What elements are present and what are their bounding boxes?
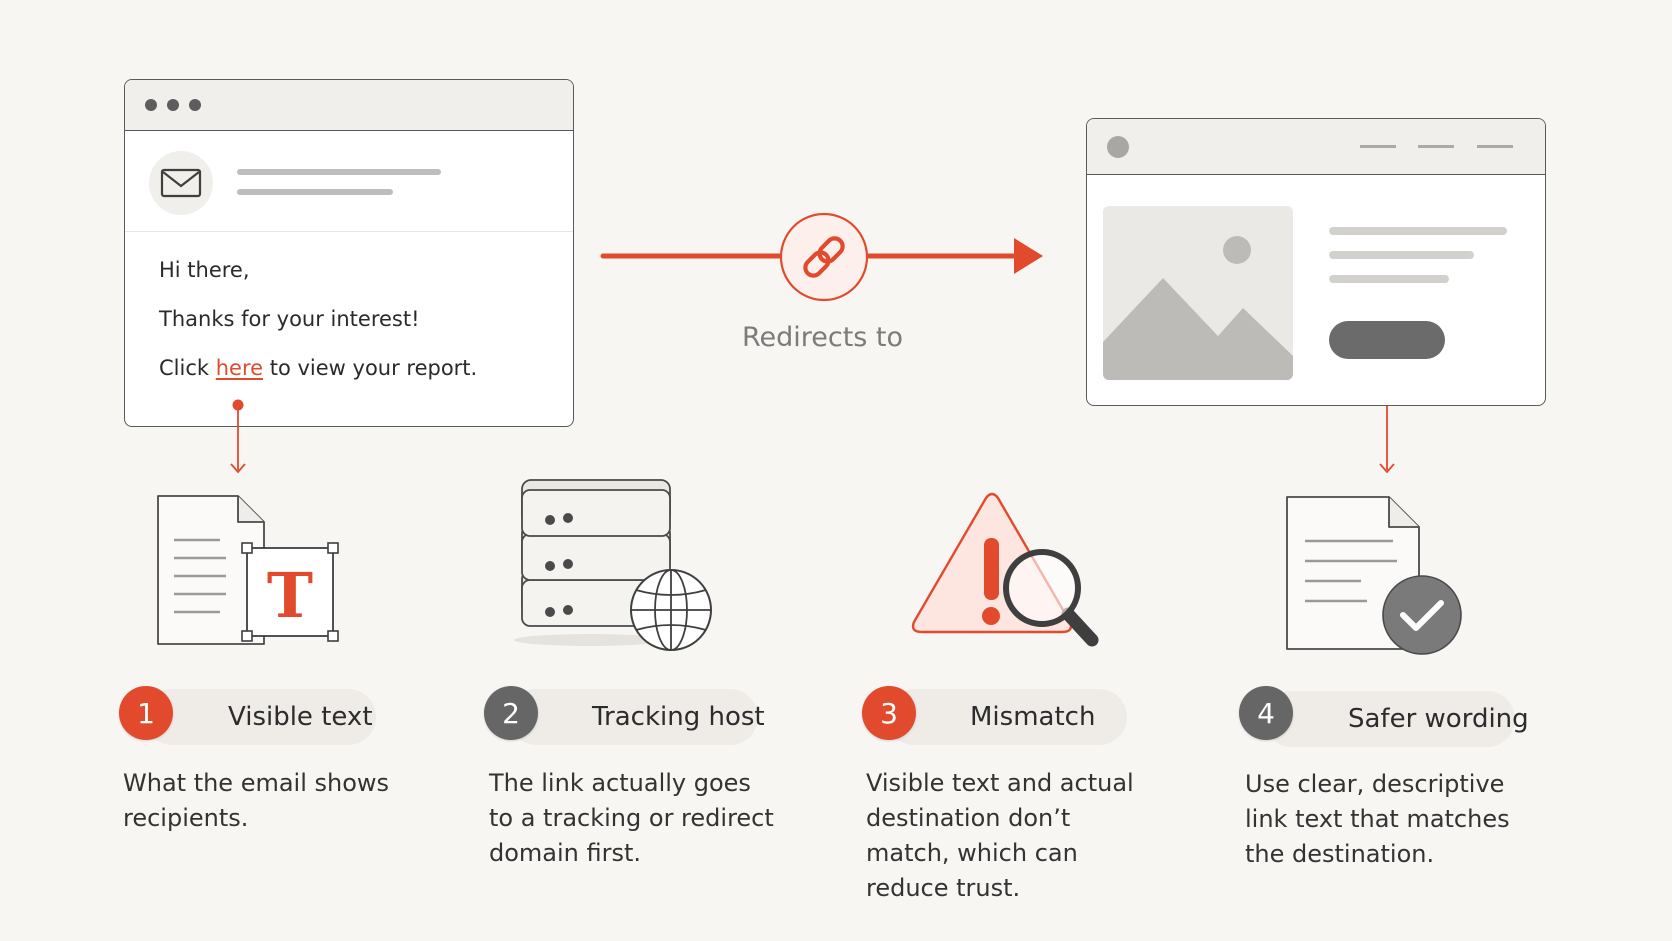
email-thanks-line: Thanks for your interest!: [159, 307, 420, 331]
step-1-badge: 1: [119, 686, 173, 740]
step-3-pill: Mismatch: [886, 689, 1127, 745]
step-1-description: What the email shows recipients.: [123, 769, 390, 832]
redirect-arrow-head: [1014, 238, 1043, 274]
menu-dash-icon: [1360, 145, 1396, 148]
subject-placeholder-line: [237, 169, 441, 175]
step-3-label: Mismatch: [970, 702, 1096, 732]
server-globe-icon: [508, 479, 718, 655]
content-placeholder-line: [1329, 227, 1507, 235]
step-2-badge: 2: [484, 686, 538, 740]
email-window: Hi there, Thanks for your interest! Clic…: [124, 79, 574, 427]
email-greeting: Hi there,: [159, 258, 250, 282]
step-3-description: Visible text and actual destination don’…: [866, 769, 1134, 902]
warning-magnifier-icon: [902, 490, 1102, 660]
email-titlebar: [125, 80, 573, 131]
window-dot-icon: [189, 99, 201, 111]
sender-placeholder-line: [237, 189, 393, 195]
browser-titlebar: [1087, 119, 1545, 175]
link-icon: [779, 212, 869, 302]
email-click-suffix: to view your report.: [263, 356, 478, 380]
menu-dash-icon: [1477, 145, 1513, 148]
step-3-badge: 3: [862, 686, 916, 740]
menu-dash-icon: [1418, 145, 1454, 148]
envelope-icon: [149, 151, 213, 215]
destination-browser-window: [1086, 118, 1546, 406]
step-1-label: Visible text: [228, 702, 373, 732]
email-body: Hi there, Thanks for your interest! Clic…: [125, 232, 573, 380]
destination-button-placeholder[interactable]: [1329, 321, 1445, 359]
step-2-description: The link actually goes to a tracking or …: [489, 769, 774, 867]
step-4-pill: Safer wording: [1264, 691, 1529, 747]
email-here-link[interactable]: here: [215, 356, 264, 380]
step-4-description: Use clear, descriptive link text that ma…: [1245, 770, 1510, 868]
step-2-pill: Tracking host: [508, 689, 765, 745]
content-placeholder-line: [1329, 275, 1449, 283]
step-1-pill: Visible text: [144, 689, 376, 745]
redirect-label: Redirects to: [741, 322, 904, 353]
text-document-icon: T: [150, 490, 350, 650]
step-4-label: Safer wording: [1348, 704, 1529, 734]
image-placeholder-icon: [1103, 206, 1293, 380]
window-dot-icon: [145, 99, 157, 111]
email-click-line: Click here to view your report.: [159, 356, 539, 380]
document-check-icon: [1285, 495, 1465, 655]
step-2-label: Tracking host: [592, 702, 765, 732]
email-click-prefix: Click: [159, 356, 216, 380]
email-header: [125, 131, 573, 232]
browser-dot-icon: [1107, 136, 1129, 158]
content-placeholder-line: [1329, 251, 1474, 259]
connector-tip: [230, 463, 246, 474]
step-4-badge: 4: [1239, 686, 1293, 740]
connector-tip: [1379, 463, 1395, 474]
window-dot-icon: [167, 99, 179, 111]
svg-text:T: T: [267, 559, 313, 632]
